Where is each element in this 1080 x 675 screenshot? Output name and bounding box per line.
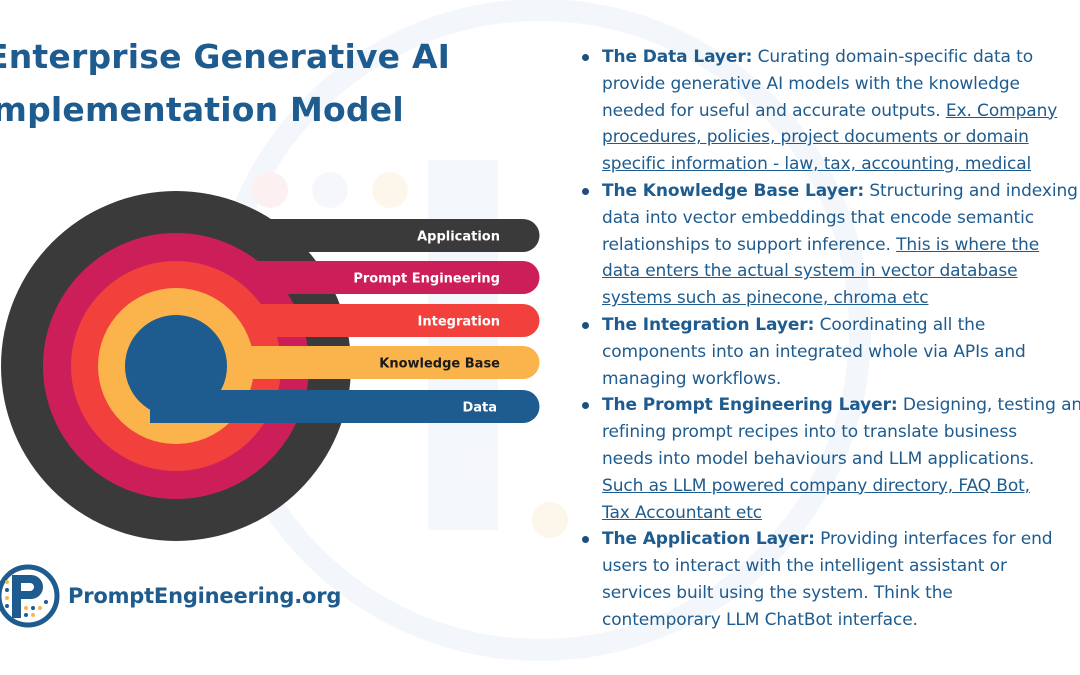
description-text: Structuring and indexing (864, 180, 1078, 201)
bullet-icon (582, 402, 589, 410)
layer-description-item: The Integration Layer: Coordinating all … (580, 312, 1080, 392)
description-text: needs into model behaviours and LLM appl… (602, 448, 1035, 469)
description-text: Curating domain-specific data to (752, 47, 1034, 67)
example-link[interactable]: specific information - law, tax, account… (602, 154, 1032, 175)
description-text: Designing, testing and (897, 395, 1080, 416)
description-line: procedures, policies, project documents … (602, 124, 1080, 151)
description-line: The Application Layer: Providing interfa… (602, 526, 1080, 553)
title-line-2: Implementation Model (0, 90, 404, 129)
description-line: users to interact with the intelligent a… (602, 553, 1080, 580)
bullet-icon (582, 187, 589, 195)
title-line-1: Enterprise Generative AI (0, 37, 451, 76)
band-label-application: Application (417, 230, 500, 245)
bullet-icon (582, 536, 589, 544)
description-text: contemporary LLM ChatBot interface. (602, 609, 918, 630)
description-text: components into an integrated whole via … (602, 341, 1026, 362)
layer-descriptions: The Data Layer: Curating domain-specific… (580, 44, 1080, 634)
description-text: relationships to support inference. (602, 234, 897, 255)
description-text: provide generative AI models with the kn… (602, 73, 1020, 94)
brand-name: PromptEngineering.org (68, 584, 342, 608)
layer-heading: The Data Layer: (602, 47, 753, 67)
band-label-integration: Integration (418, 315, 500, 330)
data-bar-end (506, 390, 540, 423)
prompt-engineering-bar-end (506, 261, 540, 294)
description-text: Coordinating all the (814, 314, 986, 335)
description-line: Such as LLM powered company directory, F… (602, 473, 1080, 500)
description-line: needs into model behaviours and LLM appl… (602, 446, 1080, 473)
P-logo-icon (0, 564, 60, 628)
description-line: data enters the actual system in vector … (602, 258, 1080, 285)
layer-heading: The Prompt Engineering Layer: (602, 395, 898, 416)
description-line: data into vector embeddings that encode … (602, 205, 1080, 232)
layer-heading: The Integration Layer: (602, 314, 815, 335)
example-link[interactable]: This is where the (896, 234, 1040, 255)
band-label-knowledge-base: Knowledge Base (379, 357, 500, 372)
example-link[interactable]: Ex. Company (945, 100, 1058, 121)
description-text: needed for useful and accurate outputs. (602, 100, 946, 121)
knowledge-base-bar-end (506, 346, 540, 379)
bullet-icon (582, 321, 589, 329)
band-label-data: Data (462, 401, 497, 416)
data-bar (176, 390, 523, 423)
description-line: needed for useful and accurate outputs. … (602, 98, 1080, 125)
description-text: users to interact with the intelligent a… (602, 556, 1007, 577)
layer-heading: The Knowledge Base Layer: (602, 180, 865, 201)
example-link[interactable]: data enters the actual system in vector … (602, 261, 1018, 282)
description-line: specific information - law, tax, account… (602, 151, 1080, 178)
description-line: refining prompt recipes into to translat… (602, 419, 1080, 446)
description-line: Tax Accountant etc (602, 500, 1080, 527)
description-text: Providing interfaces for end (814, 529, 1053, 550)
integration-bar-end (506, 304, 540, 337)
layer-description-item: The Knowledge Base Layer: Structuring an… (580, 178, 1080, 312)
layer-description-item: The Data Layer: Curating domain-specific… (580, 44, 1080, 178)
band-label-prompt-engineering: Prompt Engineering (353, 272, 500, 287)
layer-diagram: Application Prompt Engineering Integrati… (1, 191, 540, 541)
description-text: refining prompt recipes into to translat… (602, 422, 1018, 443)
example-link[interactable]: Such as LLM powered company directory, F… (602, 475, 1030, 496)
description-line: provide generative AI models with the kn… (602, 71, 1080, 98)
bullet-icon (582, 54, 589, 61)
description-text: managing workflows. (602, 368, 782, 389)
description-text: services built using the system. Think t… (602, 582, 953, 603)
brand: PromptEngineering.org (0, 554, 341, 638)
layer-description-item: The Application Layer: Providing interfa… (580, 526, 1080, 633)
description-line: managing workflows. (602, 366, 1080, 393)
description-line: systems such as pinecone, chroma etc (602, 285, 1080, 312)
example-link[interactable]: procedures, policies, project documents … (602, 127, 1029, 148)
description-line: The Prompt Engineering Layer: Designing,… (602, 392, 1080, 419)
description-line: contemporary LLM ChatBot interface. (602, 607, 1080, 634)
description-line: The Integration Layer: Coordinating all … (602, 312, 1080, 339)
description-line: components into an integrated whole via … (602, 339, 1080, 366)
layer-description-item: The Prompt Engineering Layer: Designing,… (580, 392, 1080, 526)
layer-heading: The Application Layer: (602, 529, 815, 550)
example-link[interactable]: Tax Accountant etc (602, 502, 763, 523)
knowledge-base-bar (176, 346, 523, 379)
description-line: services built using the system. Think t… (602, 580, 1080, 607)
description-line: The Knowledge Base Layer: Structuring an… (602, 178, 1080, 205)
example-link[interactable]: systems such as pinecone, chroma etc (602, 288, 929, 309)
description-line: relationships to support inference. This… (602, 232, 1080, 259)
description-line: The Data Layer: Curating domain-specific… (602, 44, 1080, 71)
page-title: Enterprise Generative AI Implementation … (0, 30, 450, 136)
description-text: data into vector embeddings that encode … (602, 207, 1034, 228)
application-bar-end (506, 219, 540, 252)
